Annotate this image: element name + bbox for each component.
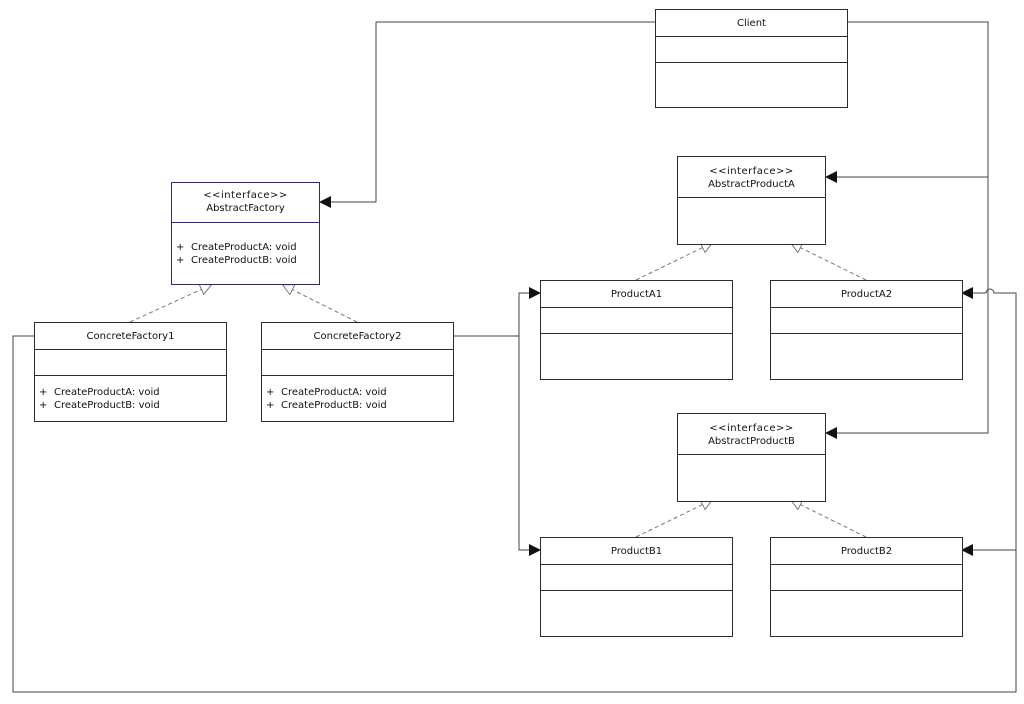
class-product-a1-attributes [541,308,732,334]
operation-signature: CreateProductA: void [281,387,387,398]
concretefactory1-realizes-abstractfactory [129,285,211,323]
class-concrete-factory-2-attributes [262,350,453,376]
operation-row: + CreateProductA: void [266,386,453,399]
operation-signature: CreateProductB: void [191,255,297,266]
client-to-abstractproductb-association [825,177,989,439]
visibility-marker: + [39,387,48,398]
class-abstract-product-b-stereotype: <<interface>> [709,423,794,434]
class-abstract-product-b-body [678,455,825,501]
class-client-attributes [656,37,847,63]
operation-row: + CreateProductA: void [39,386,226,399]
class-concrete-factory-1-attributes [35,350,226,376]
visibility-marker: + [176,255,185,266]
class-product-b1-name: ProductB1 [610,546,663,557]
class-client[interactable]: Client [655,9,848,108]
class-abstract-product-a[interactable]: <<interface>> AbstractProductA [677,156,826,245]
class-abstract-product-b-header: <<interface>> AbstractProductB [678,414,825,455]
class-product-a2-operations [771,334,962,379]
class-abstract-factory-header: <<interface>> AbstractFactory [172,183,319,223]
class-client-operations [656,63,847,107]
class-concrete-factory-2[interactable]: ConcreteFactory2 + CreateProductA: void +… [261,322,454,422]
operation-row: + CreateProductB: void [39,399,226,412]
class-product-a2[interactable]: ProductA2 [770,280,963,380]
class-abstract-product-b[interactable]: <<interface>> AbstractProductB [677,413,826,502]
class-abstract-product-b-name: AbstractProductB [708,436,795,447]
client-to-abstractproducta-association [825,21,989,183]
class-concrete-factory-1-header: ConcreteFactory1 [35,323,226,350]
operation-row: + CreateProductB: void [266,399,453,412]
class-product-b1-operations [541,591,732,636]
class-product-a1[interactable]: ProductA1 [540,280,733,380]
class-product-a2-name: ProductA2 [840,289,893,300]
class-product-b1-attributes [541,565,732,591]
producta1-realizes-abstractproducta [635,243,712,281]
operation-signature: CreateProductA: void [191,242,297,253]
class-product-b2-header: ProductB2 [771,538,962,565]
class-concrete-factory-2-name: ConcreteFactory2 [313,331,402,342]
class-product-a1-name: ProductA1 [610,289,663,300]
class-concrete-factory-2-operations: + CreateProductA: void + CreateProductB: v… [262,376,453,421]
visibility-marker: + [266,400,275,411]
concretefactory2-to-producta1-association [454,287,541,337]
class-product-b2-name: ProductB2 [840,546,893,557]
class-concrete-factory-2-header: ConcreteFactory2 [262,323,453,350]
class-abstract-product-a-stereotype: <<interface>> [709,166,794,177]
class-abstract-factory-stereotype: <<interface>> [203,190,288,201]
concretefactory2-realizes-abstractfactory [283,285,358,323]
class-concrete-factory-1-name: ConcreteFactory1 [86,331,175,342]
operation-signature: CreateProductB: void [281,400,387,411]
class-product-b1[interactable]: ProductB1 [540,537,733,637]
class-concrete-factory-1-operations: + CreateProductA: void + CreateProductB: v… [35,376,226,421]
class-product-b1-header: ProductB1 [541,538,732,565]
producta2-realizes-abstractproducta [791,243,867,281]
class-product-a2-header: ProductA2 [771,281,962,308]
class-product-b2-operations [771,591,962,636]
class-product-b2-attributes [771,565,962,591]
class-abstract-factory[interactable]: <<interface>> AbstractFactory + CreatePro… [171,182,320,285]
class-abstract-product-a-body [678,198,825,244]
class-concrete-factory-1[interactable]: ConcreteFactory1 + CreateProductA: void +… [34,322,227,422]
productb2-realizes-abstractproductb [791,500,867,538]
class-product-a2-attributes [771,308,962,334]
class-abstract-factory-name: AbstractFactory [206,203,285,214]
visibility-marker: + [176,242,185,253]
productb1-realizes-abstractproductb [635,500,712,538]
concretefactory1-to-producta2-association [12,287,1017,693]
class-client-header: Client [656,10,847,37]
operation-signature: CreateProductA: void [54,387,160,398]
class-abstract-factory-operations: + CreateProductA: void + CreateProductB: v… [172,223,319,284]
operation-signature: CreateProductB: void [54,400,160,411]
class-product-b2[interactable]: ProductB2 [770,537,963,637]
class-product-a1-header: ProductA1 [541,281,732,308]
class-product-a1-operations [541,334,732,379]
client-to-abstractfactory-association [319,21,655,208]
class-abstract-product-a-name: AbstractProductA [708,179,795,190]
class-abstract-product-a-header: <<interface>> AbstractProductA [678,157,825,198]
operation-row: + CreateProductA: void [176,241,319,254]
visibility-marker: + [266,387,275,398]
concretefactory2-to-productb1-association [518,336,541,556]
operation-row: + CreateProductB: void [176,254,319,267]
visibility-marker: + [39,400,48,411]
class-client-name: Client [737,18,766,29]
